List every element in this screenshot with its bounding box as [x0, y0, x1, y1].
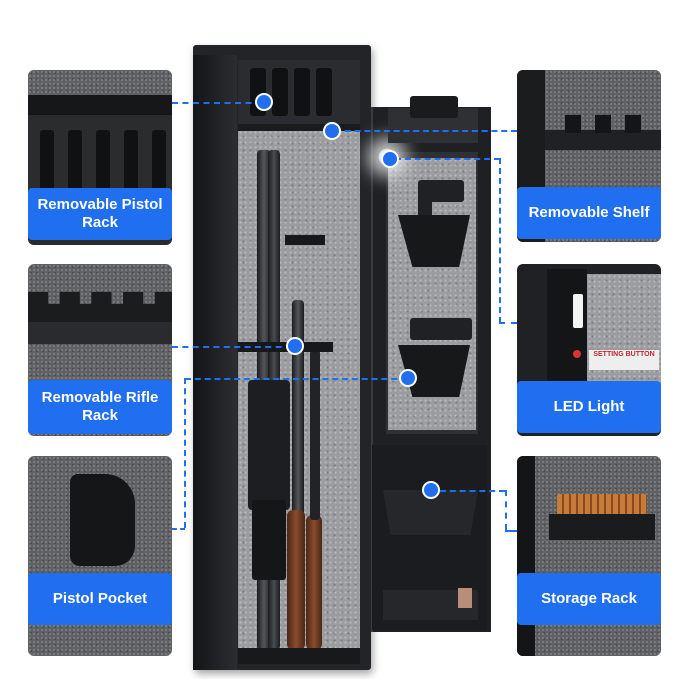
thumb-led-panel: [547, 269, 587, 389]
callout-line-pistol-rack: [172, 102, 262, 104]
rifle-magazine: [252, 500, 286, 580]
callout-dot-storage: [422, 481, 440, 499]
door-pistol: [410, 318, 472, 340]
thumb-shelf-notch: [625, 115, 641, 133]
thumb-pistol-slot: [40, 130, 54, 190]
thumb-led-module: [573, 294, 583, 328]
callout-dot-rifle-rack: [286, 337, 304, 355]
thumb-shelf-notch: [595, 115, 611, 133]
callout-line-shelf: [335, 130, 517, 132]
top-pistol: [316, 68, 332, 116]
led-setting-sticker: SETTING BUTTON: [589, 350, 659, 370]
callout-dot-pistol-pocket: [399, 369, 417, 387]
callout-line-storage: [440, 490, 505, 492]
label-removable-pistol-rack: Removable Pistol Rack: [28, 188, 172, 240]
thumb-storage-rack: [517, 456, 661, 656]
thumb-shelf-notch: [565, 115, 581, 133]
thumb-shelf-board: [545, 130, 661, 150]
top-pistol: [272, 68, 288, 116]
callout-line-storage-end: [505, 530, 517, 532]
label-pistol-pocket: Pistol Pocket: [28, 573, 172, 625]
callout-line-pistol-pocket-top: [185, 378, 407, 380]
label-storage-rack: Storage Rack: [517, 573, 661, 625]
callout-dot-pistol-rack: [255, 93, 273, 111]
thumb-pistol-slot: [96, 130, 110, 190]
label-removable-rifle-rack: Removable Rifle Rack: [28, 380, 172, 434]
safe-side-panel: [193, 55, 237, 670]
thumb-led-felt: [587, 274, 661, 394]
callout-line-pistol-pocket-vert: [184, 378, 186, 528]
thumb-pistol-rack-felt: [28, 70, 172, 95]
shelf-item: [410, 96, 458, 118]
thumb-rifle-rack-shadow: [28, 322, 172, 344]
interior-shelf: [238, 124, 360, 131]
thumb-pistol-slot: [68, 130, 82, 190]
door-pistol: [418, 190, 432, 216]
rifle-stock: [306, 515, 322, 650]
rifle-bracket: [285, 235, 325, 245]
label-removable-shelf: Removable Shelf: [517, 187, 661, 239]
stored-magazine: [458, 588, 472, 608]
callout-dot-shelf: [323, 122, 341, 140]
thumb-led-button: [573, 350, 581, 358]
callout-line-pistol-pocket-bottom: [172, 528, 185, 530]
callout-line-led-top: [395, 158, 500, 160]
rifle-stock: [287, 510, 305, 650]
label-led-light: LED Light: [517, 381, 661, 433]
callout-line-led-bottom: [499, 322, 517, 324]
rifle: [310, 350, 320, 520]
thumb-storage-door: [517, 456, 535, 656]
thumb-rifle-rack-bar: [28, 292, 172, 322]
callout-line-led-vert: [499, 158, 501, 323]
safe-floor: [238, 648, 360, 664]
thumb-storage-tray: [549, 514, 655, 540]
top-pistol: [294, 68, 310, 116]
callout-dot-led: [381, 150, 399, 168]
thumb-pistol-rack-shelf: [28, 95, 172, 115]
thumb-pistol-slot: [124, 130, 138, 190]
rifle-receiver: [248, 380, 290, 510]
thumb-pistol-slot: [152, 130, 166, 190]
callout-line-rifle-rack: [172, 346, 292, 348]
thumb-pocket-bag: [70, 474, 135, 566]
callout-line-storage-vert: [505, 490, 507, 530]
thumb-pistol-pocket: [28, 456, 172, 656]
